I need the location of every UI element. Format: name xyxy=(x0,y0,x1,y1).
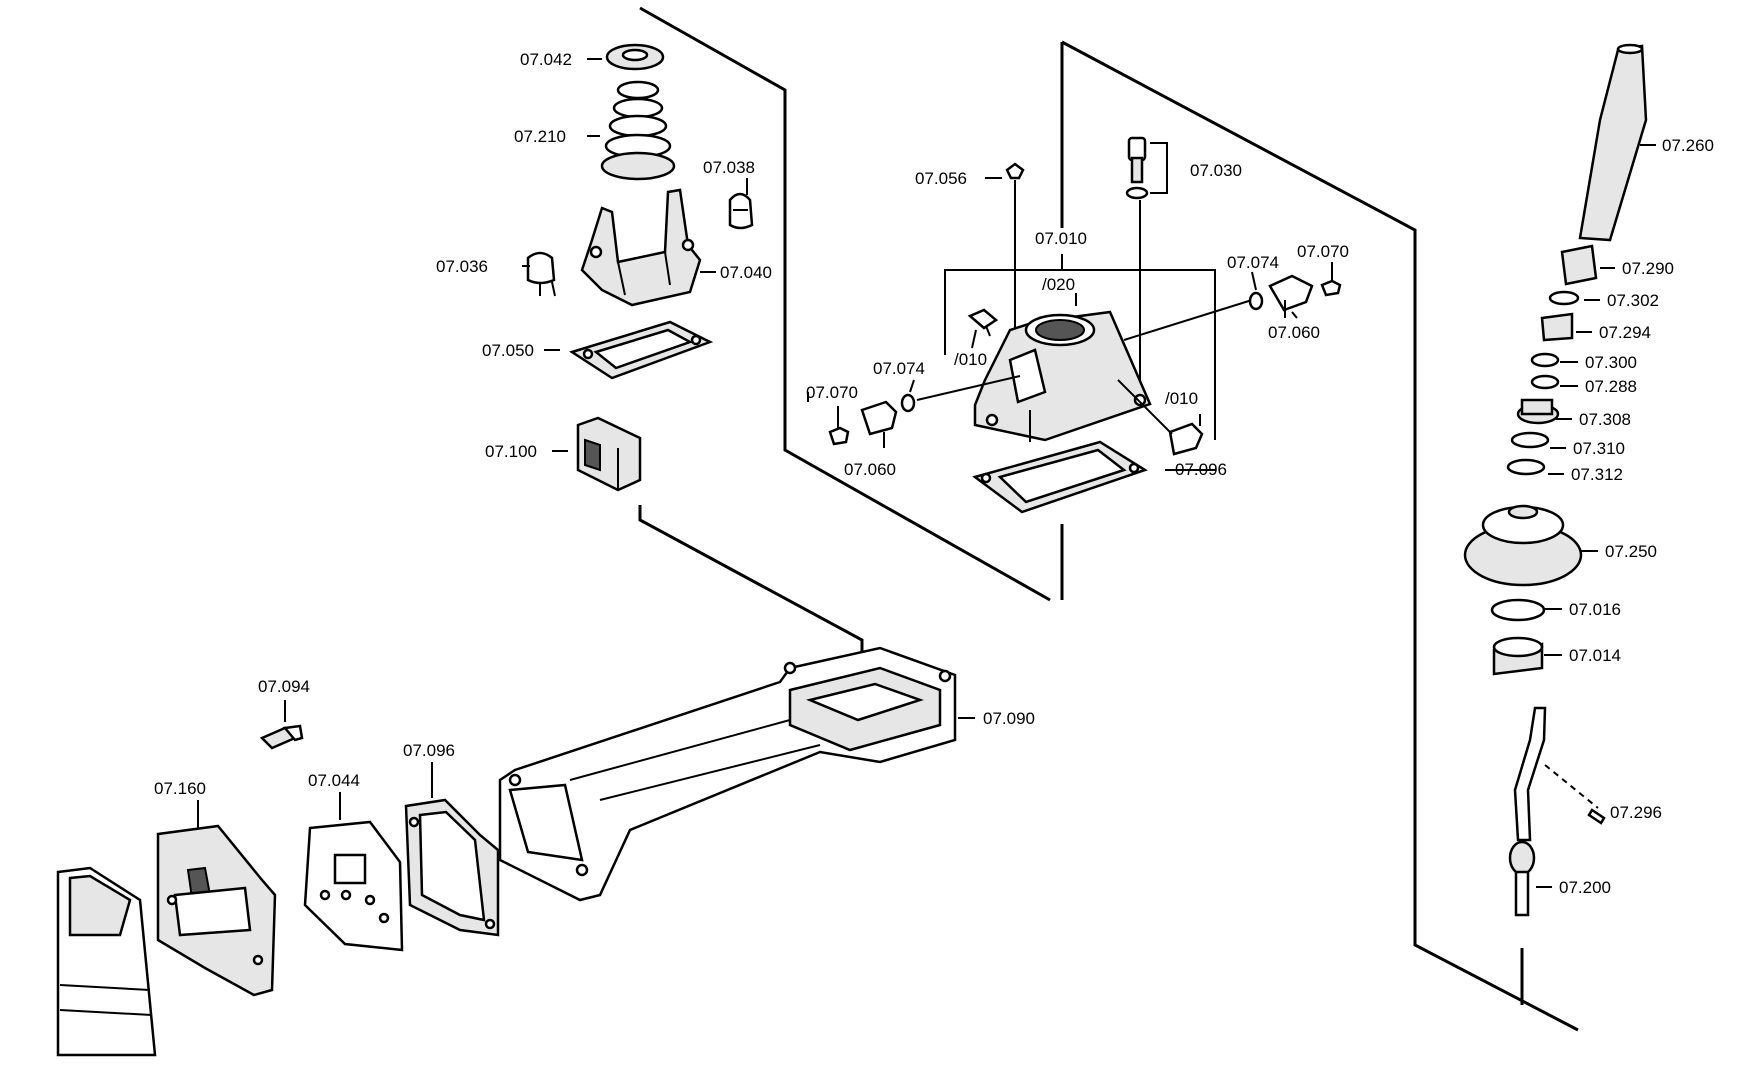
label-07036: 07.036 xyxy=(436,257,488,276)
part-07250-boot xyxy=(1463,504,1583,587)
label-07030: 07.030 xyxy=(1190,161,1242,180)
label-07070-left: 07.070 xyxy=(806,383,858,402)
label-07210: 07.210 xyxy=(514,127,566,146)
label-07016: 07.016 xyxy=(1569,600,1621,619)
shaft-axis-left xyxy=(916,375,1021,401)
part-07096-gasket-tower xyxy=(972,440,1148,514)
label-010-left: /010 xyxy=(954,350,987,369)
label-07096-front: 07.096 xyxy=(403,741,455,760)
label-07060-left: 07.060 xyxy=(844,460,896,479)
part-07308-bush xyxy=(1516,398,1560,425)
part-07096-gasket-front xyxy=(404,798,500,937)
part-07050-gasket xyxy=(569,320,714,380)
part-07260-grip xyxy=(1578,43,1648,242)
group-frame-left xyxy=(639,6,1051,602)
part-07302-washer xyxy=(1548,290,1580,306)
label-07308: 07.308 xyxy=(1579,410,1631,429)
label-07014: 07.014 xyxy=(1569,646,1621,665)
label-07312: 07.312 xyxy=(1571,465,1623,484)
part-07160-plate xyxy=(156,824,277,997)
shaft-axis-right xyxy=(1123,299,1253,341)
label-07296: 07.296 xyxy=(1610,803,1662,822)
label-07010: 07.010 xyxy=(1035,229,1087,248)
part-07016-circlip xyxy=(1490,598,1546,622)
part-07074-oring-left xyxy=(900,393,916,413)
part-07040-bracket xyxy=(580,188,702,307)
part-07010-tower-housing xyxy=(973,310,1152,442)
bracket-07030 xyxy=(1150,142,1168,194)
part-07290-sleeve xyxy=(1560,244,1598,286)
label-07100: 07.100 xyxy=(485,442,537,461)
part-07100-block xyxy=(576,416,642,492)
label-07094: 07.094 xyxy=(258,677,310,696)
part-07294-bush xyxy=(1540,312,1574,342)
label-07050: 07.050 xyxy=(482,341,534,360)
bracket-07010 xyxy=(944,269,1216,440)
label-07300: 07.300 xyxy=(1585,353,1637,372)
label-07044: 07.044 xyxy=(308,771,360,790)
part-07014-collar xyxy=(1492,636,1544,676)
part-07090-housing xyxy=(498,646,957,902)
part-07060-cap-left xyxy=(860,400,898,448)
part-07310-ring xyxy=(1510,431,1550,449)
label-07096-tower: 07.096 xyxy=(1175,460,1227,479)
part-07038-clip xyxy=(728,192,754,230)
part-07044-gasket xyxy=(303,820,404,952)
label-07200: 07.200 xyxy=(1559,878,1611,897)
group-frame-middle xyxy=(1061,40,1579,1032)
leader-lines xyxy=(197,58,1656,888)
part-07070-screw-right xyxy=(1320,270,1342,297)
label-07310: 07.310 xyxy=(1573,439,1625,458)
label-07056: 07.056 xyxy=(915,169,967,188)
part-labels: 07.042 07.210 07.038 07.036 07.040 07.05… xyxy=(154,50,1714,897)
part-07210-bellows xyxy=(600,80,676,181)
label-07070-right: 07.070 xyxy=(1297,242,1349,261)
part-07296-pin-path xyxy=(1544,764,1599,809)
part-010-plug-left xyxy=(967,308,999,337)
part-07200-lever xyxy=(1508,706,1547,917)
label-07250: 07.250 xyxy=(1605,542,1657,561)
part-07300-ring xyxy=(1530,352,1560,368)
label-07288: 07.288 xyxy=(1585,377,1637,396)
part-07060-cap-right xyxy=(1268,274,1314,318)
label-07260: 07.260 xyxy=(1662,136,1714,155)
label-07090: 07.090 xyxy=(983,709,1035,728)
label-07074-right: 07.074 xyxy=(1227,253,1279,272)
part-07036-clip xyxy=(526,251,556,297)
part-07296-pin xyxy=(1587,808,1606,825)
part-gearbox-housing-fragment xyxy=(56,866,157,1057)
part-07030-bolt xyxy=(1125,136,1149,405)
label-010-right: /010 xyxy=(1165,389,1198,408)
label-020: /020 xyxy=(1042,275,1075,294)
part-010-plug-right xyxy=(1117,379,1204,456)
label-07060-right: 07.060 xyxy=(1268,323,1320,342)
label-07290: 07.290 xyxy=(1622,259,1674,278)
label-07294: 07.294 xyxy=(1599,323,1651,342)
part-07070-screw-left xyxy=(828,406,850,446)
label-07040: 07.040 xyxy=(720,263,772,282)
label-07038: 07.038 xyxy=(703,158,755,177)
part-07094-bolt xyxy=(259,724,304,750)
label-07302: 07.302 xyxy=(1607,291,1659,310)
part-07288-ring xyxy=(1530,374,1560,390)
part-07042-washer xyxy=(605,43,665,71)
part-07312-ring xyxy=(1506,458,1546,476)
label-07160: 07.160 xyxy=(154,779,206,798)
label-07042: 07.042 xyxy=(520,50,572,69)
label-07074-left: 07.074 xyxy=(873,359,925,378)
part-07074-oring-right xyxy=(1248,291,1264,311)
